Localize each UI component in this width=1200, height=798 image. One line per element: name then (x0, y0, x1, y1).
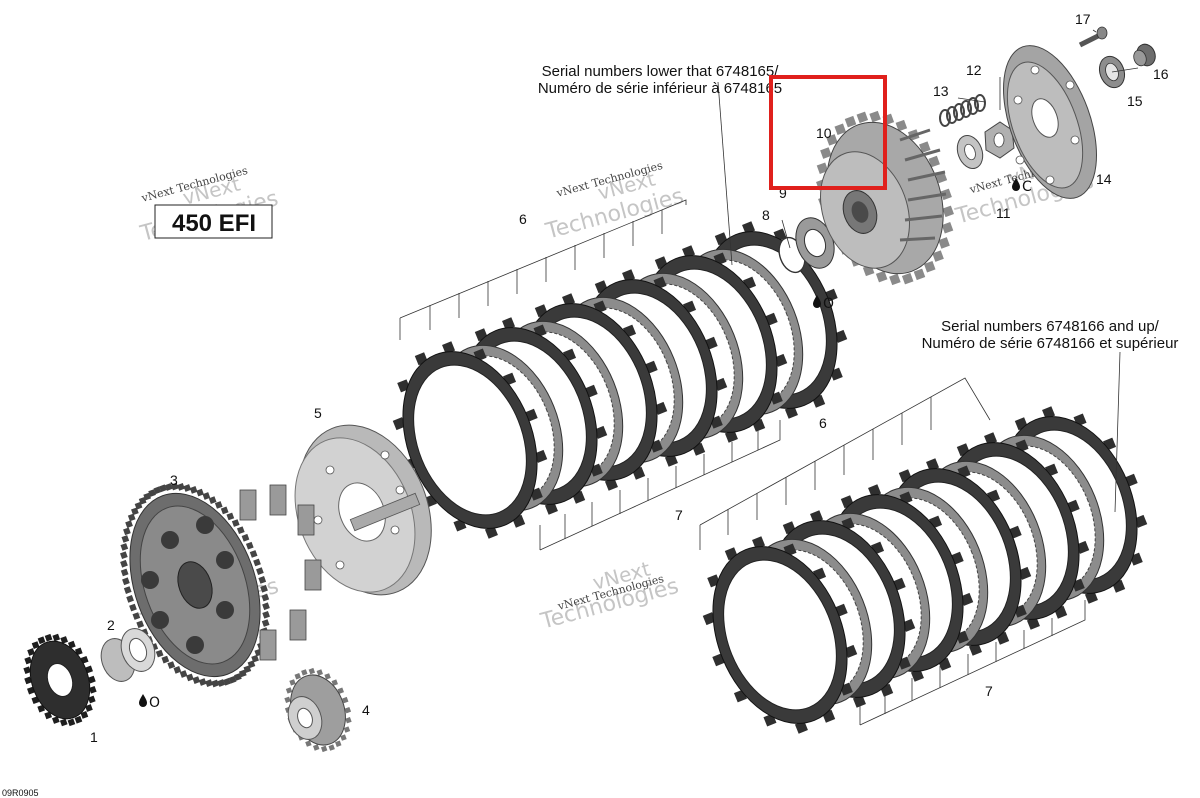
callout-8: 8 (762, 207, 770, 223)
model-badge: 450 EFI (154, 204, 273, 239)
note-lower-line2: Numéro de série 6748166 et supérieur (922, 335, 1179, 352)
note-lower-line1: Serial numbers 6748166 and up/ (941, 318, 1159, 335)
callout-15: 15 (1127, 93, 1143, 109)
oil-mark-label: O (823, 296, 834, 312)
thrust-washer-part-9 (795, 217, 835, 269)
callout-11: 11 (996, 205, 1011, 221)
callout-12: 12 (966, 62, 982, 78)
nut-part-12 (984, 121, 1015, 159)
callout-13: 13 (933, 83, 949, 99)
callout-2: 2 (107, 617, 115, 633)
upper-clutch-plates (392, 221, 848, 539)
friction-plate (702, 536, 858, 734)
gear-part-4 (284, 667, 352, 753)
callout-9: 9 (779, 185, 787, 201)
friction-plate (392, 341, 548, 539)
callout-leaders (717, 29, 1139, 513)
pusher-part-16 (1133, 43, 1156, 67)
note-upper-line1: Serial numbers lower that 6748165/ (542, 63, 780, 80)
bolt-part-17 (1078, 26, 1108, 48)
callout-4: 4 (362, 702, 370, 718)
callout-6-lower: 6 (819, 415, 827, 431)
oil-mark-label: C (1022, 179, 1032, 195)
model-badge-text: 450 EFI (172, 210, 256, 237)
callout-17: 17 (1075, 11, 1091, 27)
bushing-part-2 (100, 628, 156, 682)
callout-7: 7 (675, 507, 683, 523)
callout-5: 5 (314, 405, 322, 421)
clutch-housing-part-3 (120, 482, 322, 688)
oil-mark-label: O (149, 695, 160, 711)
callout-numbers: 1 2 3 4 5 6 7 8 9 10 11 12 13 14 15 16 1… (90, 11, 1169, 745)
oil-marks: O O C (139, 178, 1032, 711)
plate-brackets (399, 199, 1086, 726)
callout-10: 10 (816, 125, 832, 141)
callout-1: 1 (90, 729, 98, 745)
pressure-plate-part-5 (294, 424, 432, 596)
pressure-plate-part-14 (1003, 45, 1097, 199)
callout-14: 14 (1096, 171, 1112, 187)
note-upper-line2: Numéro de série inférieur à 6748165 (538, 80, 782, 97)
spring-part-13 (939, 94, 986, 127)
drawing-code: 09R0905 (2, 788, 39, 798)
gear-part-1 (23, 633, 97, 727)
clutch-hub-part-10 (816, 110, 954, 286)
note-lower: Serial numbers 6748166 and up/ Numéro de… (922, 318, 1179, 352)
callout-7-lower: 7 (985, 683, 993, 699)
callout-3: 3 (170, 472, 178, 488)
callout-16: 16 (1153, 66, 1169, 82)
washer-part-11 (956, 135, 984, 169)
note-upper: Serial numbers lower that 6748165/ Numér… (538, 63, 782, 97)
lower-clutch-plates (702, 406, 1148, 734)
callout-6: 6 (519, 211, 527, 227)
highlight-box (769, 75, 887, 190)
